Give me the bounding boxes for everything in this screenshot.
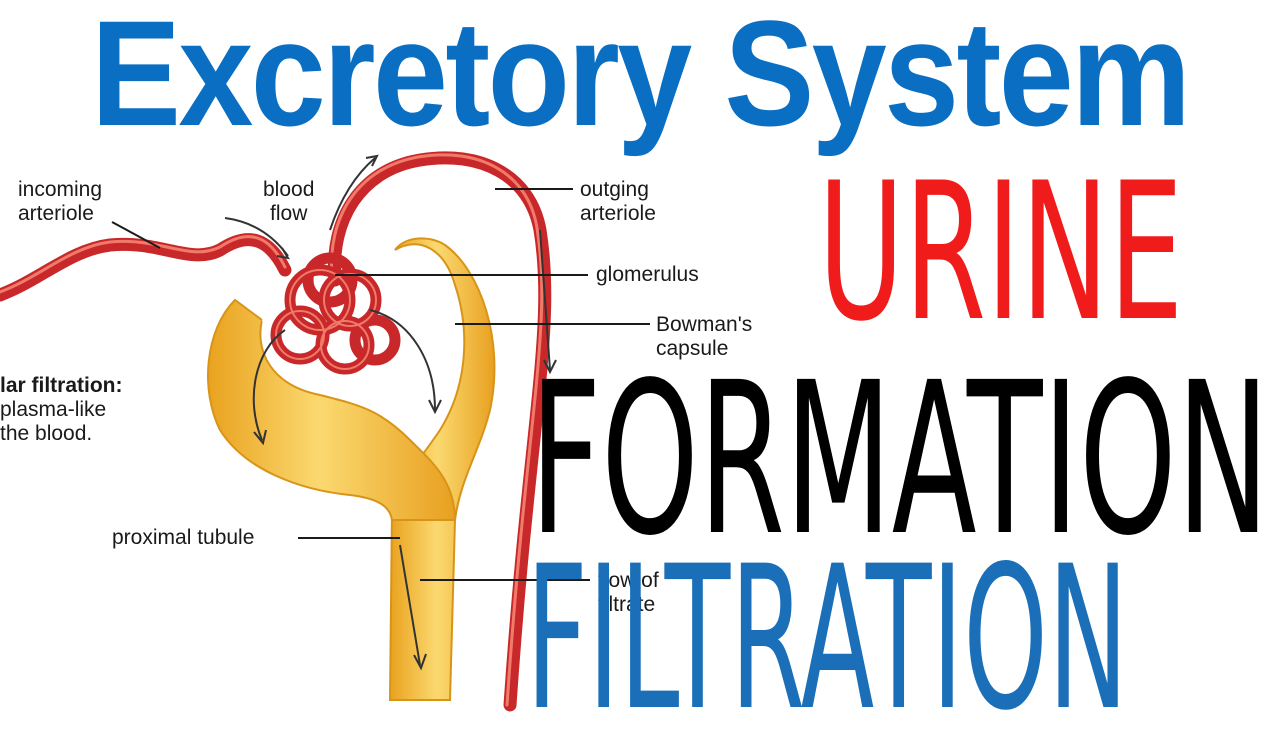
label-proximal-tubule: proximal tubule <box>112 526 255 549</box>
incoming-arteriole-vessel <box>0 233 292 302</box>
label-incoming-line1: incoming <box>18 178 103 201</box>
label-outgoing-arteriole: outging arteriole <box>580 178 656 226</box>
title-text: Excretory System <box>91 0 1191 157</box>
side-caption: lar filtration: plasma-like the blood. <box>0 374 123 446</box>
page-title: Excretory System <box>0 0 1280 148</box>
word-urine: URINE <box>818 142 1184 363</box>
label-blood-flow: blood flow <box>263 178 314 226</box>
label-glomerulus: glomerulus <box>596 263 699 286</box>
label-bowmans-capsule: Bowman's capsule <box>656 313 752 361</box>
label-bowmans-line1: Bowman's <box>656 313 753 336</box>
label-filtrate-line1: flow of <box>598 569 659 592</box>
side-caption-line2: the blood. <box>0 422 93 445</box>
label-flow-of-filtrate: flow of filtrate <box>598 569 659 617</box>
nephron-diagram <box>0 151 650 712</box>
word-formation: FORMATION <box>530 337 1270 582</box>
side-caption-line1: plasma-like <box>0 398 107 421</box>
label-filtrate-line2: filtrate <box>598 593 656 616</box>
label-blood-line2: flow <box>270 202 308 225</box>
flow-arrows <box>224 154 557 671</box>
label-outgoing-line2: arteriole <box>580 202 656 225</box>
word-filtration: FILTRATION <box>526 523 1129 754</box>
label-incoming-line2: arteriole <box>18 202 94 225</box>
side-caption-heading: lar filtration: <box>0 374 123 397</box>
label-leader-lines <box>111 188 650 581</box>
label-bowmans-line2: capsule <box>656 337 729 360</box>
label-incoming-arteriole: incoming arteriole <box>18 178 102 226</box>
label-blood-line1: blood <box>263 178 315 201</box>
label-outgoing-line1: outging <box>580 178 649 201</box>
